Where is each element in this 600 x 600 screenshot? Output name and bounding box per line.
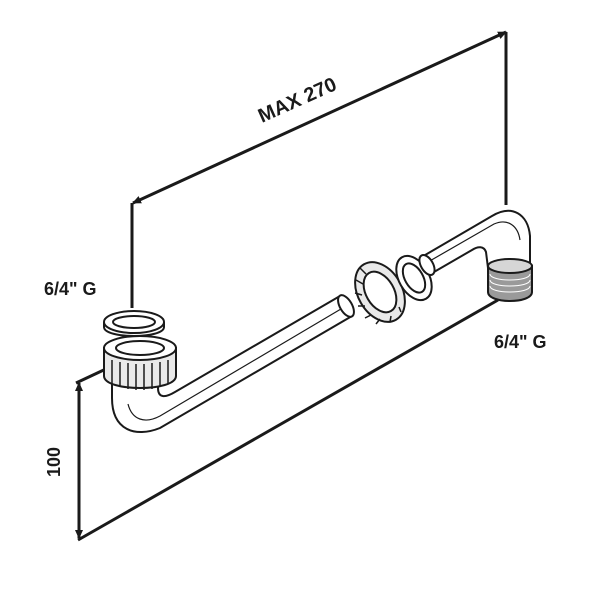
pipe-highlight <box>127 305 347 421</box>
right-elbow-pipe <box>418 209 531 276</box>
left-nut-ribs <box>111 360 169 390</box>
elbow-highlight <box>427 221 521 263</box>
pipe-end-face <box>337 294 355 318</box>
length-dimension-line <box>132 30 507 205</box>
left-nut-bore <box>115 340 165 356</box>
left-washer <box>103 310 165 337</box>
right-threaded-end <box>487 258 533 302</box>
right-thread-lines <box>489 273 531 293</box>
dimension-lines <box>75 30 508 542</box>
base-line <box>77 298 499 542</box>
middle-union-nut <box>354 261 406 325</box>
height-dimension-label: 100 <box>44 447 64 477</box>
main-pipe <box>111 294 355 433</box>
right-thread-label: 6/4" G <box>494 332 547 352</box>
middle-nut-ribs <box>354 267 402 325</box>
left-union-nut <box>103 335 177 390</box>
length-dimension-label: MAX 270 <box>255 74 340 128</box>
middle-nut-inner <box>362 270 398 314</box>
right-thread-body <box>487 265 533 302</box>
left-washer-edge <box>103 322 165 337</box>
height-tick <box>75 366 109 385</box>
right-thread-top <box>487 258 533 274</box>
left-washer-inner <box>112 315 156 329</box>
middle-ring-inner <box>401 262 427 294</box>
left-thread-label: 6/4" G <box>44 279 97 299</box>
elbow-end-face <box>418 254 436 276</box>
